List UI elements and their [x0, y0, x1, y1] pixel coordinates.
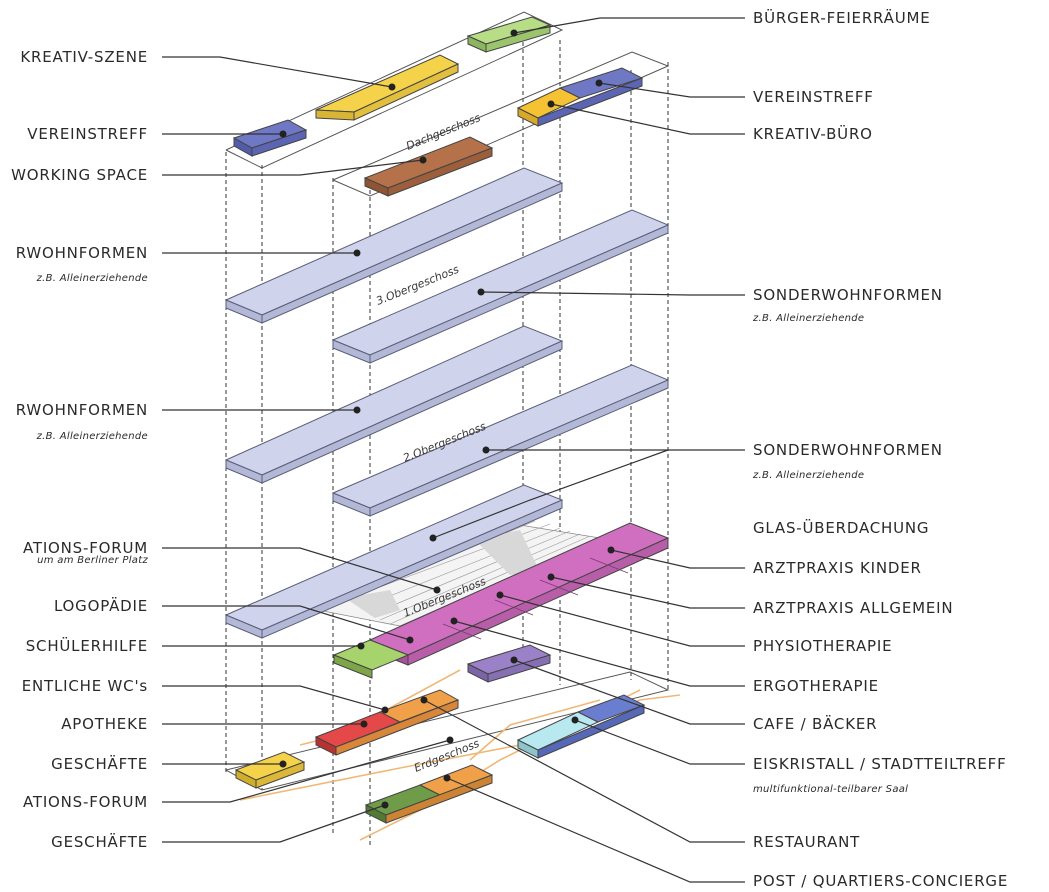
- floor-2og: 2.Obergeschoss: [224, 325, 670, 517]
- sublabel-wohnformen-3: z.B. Alleinerziehende: [36, 431, 148, 442]
- label-cafe-baecker: CAFE / BÄCKER: [753, 714, 877, 733]
- label-arztpraxis-kinder: ARZTPRAXIS KINDER: [753, 559, 922, 577]
- slab-2og-right: [331, 364, 670, 509]
- floor-erdgeschoss: Erdgeschoss: [224, 644, 681, 841]
- left-labels: KREATIV-SZENE VEREINSTREFF WORKING SPACE…: [11, 48, 148, 851]
- sublabel-sonderwohnformen-3: z.B. Alleinerziehende: [752, 313, 864, 324]
- sublabel-eiskristall: multifunktional-teilbarer Saal: [753, 784, 908, 795]
- label-sonderwohnformen-3: SONDERWOHNFORMEN: [753, 286, 943, 304]
- label-coworking: WORKING SPACE: [11, 166, 148, 184]
- label-ergotherapie: ERGOTHERAPIE: [753, 677, 879, 695]
- sublabel-wohnformen-4: z.B. Alleinerziehende: [36, 273, 148, 284]
- label-wcs: ENTLICHE WC's: [22, 677, 148, 695]
- sublabel-sonderwohnformen-2: z.B. Alleinerziehende: [752, 470, 864, 481]
- glass-shadow-1: [475, 530, 540, 575]
- label-physiotherapie: PHYSIOTHERAPIE: [753, 637, 892, 655]
- floor-dachgeschoss: Dachgeschoss: [232, 16, 644, 197]
- right-labels: BÜRGER-FEIERRÄUME VEREINSTREFF KREATIV-B…: [752, 8, 1008, 890]
- leader-lines: [162, 17, 745, 883]
- floor-1og: 1.Obergeschoss: [224, 484, 670, 679]
- leader-dots: [279, 29, 615, 809]
- label-wohnformen-4: RWOHNFORMEN: [16, 244, 148, 262]
- label-kreativ-buero: KREATIV-BÜRO: [753, 124, 873, 143]
- label-arztpraxis-allgemein: ARZTPRAXIS ALLGEMEIN: [753, 599, 953, 617]
- label-logopaedie: LOGOPÄDIE: [54, 596, 148, 615]
- label-vereinstreff-left: VEREINSTREFF: [27, 125, 148, 143]
- label-forum-1: ATIONS-FORUM: [23, 539, 148, 557]
- label-vereinstreff-right: VEREINSTREFF: [753, 88, 874, 106]
- label-schuelerhilfe: SCHÜLERHILFE: [26, 636, 148, 655]
- sublabel-forum-1: um am Berliner Platz: [37, 555, 148, 566]
- label-apotheke: APOTHEKE: [61, 715, 148, 733]
- label-geschaefte-2: GESCHÄFTE: [51, 832, 148, 851]
- label-kreativ-szene: KREATIV-SZENE: [20, 48, 148, 66]
- label-forum-eg: ATIONS-FORUM: [23, 793, 148, 811]
- label-eiskristall: EISKRISTALL / STADTTEILTREFF: [753, 755, 1007, 773]
- label-post-concierge: POST / QUARTIERS-CONCIERGE: [753, 872, 1008, 890]
- label-sonderwohnformen-2: SONDERWOHNFORMEN: [753, 441, 943, 459]
- label-buerger-feierraeume: BÜRGER-FEIERRÄUME: [753, 8, 931, 27]
- floor-3og: 3.Obergeschoss: [224, 167, 670, 364]
- glass-shadow-2: [345, 590, 400, 618]
- label-glas-ueberdachung: GLAS-ÜBERDACHUNG: [753, 518, 929, 537]
- label-restaurant: RESTAURANT: [753, 833, 860, 851]
- label-wohnformen-3: RWOHNFORMEN: [16, 401, 148, 419]
- label-geschaefte-1: GESCHÄFTE: [51, 754, 148, 773]
